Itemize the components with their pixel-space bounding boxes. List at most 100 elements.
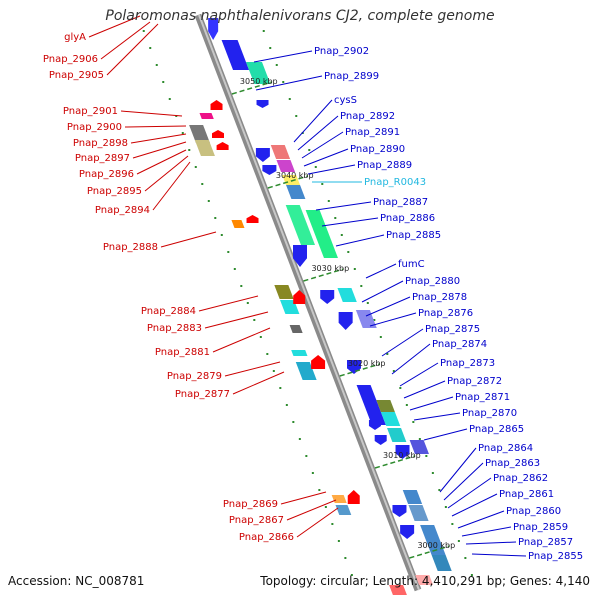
gene-label: Pnap_2883 xyxy=(147,323,202,334)
gene-feature xyxy=(221,40,250,70)
gene-feature xyxy=(374,435,387,445)
guide-dot xyxy=(366,302,369,304)
label-leader xyxy=(399,362,439,387)
gene-label: Pnap_2897 xyxy=(75,153,130,164)
guide-dot xyxy=(272,370,275,372)
gene-feature xyxy=(246,215,259,223)
gene-feature xyxy=(199,113,214,119)
gene-feature xyxy=(338,312,353,330)
gene-feature xyxy=(380,412,401,426)
gene-label: Pnap_2881 xyxy=(155,347,210,358)
gene-feature xyxy=(285,205,315,245)
guide-dot xyxy=(292,421,295,423)
guide-dot xyxy=(438,489,441,491)
label-leader xyxy=(296,507,339,538)
guide-dot xyxy=(373,319,376,321)
label-leader xyxy=(315,201,372,211)
tick-label: 3000 kbp xyxy=(417,541,455,550)
tick-mark xyxy=(339,363,381,377)
gene-feature xyxy=(305,210,338,258)
guide-dot xyxy=(295,115,298,117)
tick-mark xyxy=(267,175,309,189)
guide-dot xyxy=(282,81,285,83)
tick-mark xyxy=(303,268,344,282)
gene-feature xyxy=(402,490,423,504)
label-leader xyxy=(465,541,517,545)
gene-feature xyxy=(356,385,386,425)
label-leader xyxy=(403,380,446,399)
gene-feature xyxy=(320,290,335,304)
guide-dot xyxy=(285,404,288,406)
gene-label: Pnap_2895 xyxy=(87,186,142,197)
guide-dot xyxy=(262,30,265,32)
guide-dot xyxy=(464,557,467,559)
gene-feature xyxy=(431,555,452,571)
guide-dot xyxy=(392,370,395,372)
guide-dot xyxy=(155,64,158,66)
gene-labels: glyAPnap_2906Pnap_2905Pnap_2901Pnap_2900… xyxy=(43,32,583,562)
gene-feature xyxy=(286,185,306,199)
guide-dot xyxy=(405,404,408,406)
label-leader xyxy=(461,526,512,537)
guide-dot xyxy=(279,387,282,389)
gene-label: Pnap_2898 xyxy=(73,138,128,149)
gene-label: Pnap_2861 xyxy=(499,489,554,500)
guide-dot xyxy=(379,336,382,338)
gene-feature xyxy=(255,148,270,162)
accession-value: NC_008781 xyxy=(75,574,145,588)
gene-label: Pnap_2900 xyxy=(67,122,122,133)
gene-feature xyxy=(335,505,352,515)
gene-feature xyxy=(289,325,303,333)
gene-label: Pnap_2888 xyxy=(103,242,158,253)
gene-label: Pnap_2875 xyxy=(425,324,480,335)
label-leader xyxy=(413,412,461,421)
gene-label: Pnap_2874 xyxy=(432,339,487,350)
guide-dot xyxy=(340,234,343,236)
gene-feature xyxy=(355,310,377,328)
gene-feature xyxy=(368,420,381,430)
genes-value: 4,140 xyxy=(555,574,590,588)
gene-feature xyxy=(208,18,219,40)
backbone-highlight xyxy=(198,14,420,591)
guide-dot xyxy=(142,30,145,32)
guide-dot xyxy=(220,234,223,236)
label-leader xyxy=(212,327,271,353)
label-leader xyxy=(457,510,505,529)
label-leader xyxy=(447,477,492,509)
label-leader xyxy=(106,23,159,76)
gene-feature xyxy=(245,62,271,84)
gene-label: Pnap_2859 xyxy=(513,522,568,533)
gene-label: Pnap_2880 xyxy=(405,276,460,287)
guide-dot xyxy=(457,540,460,542)
gene-label: Pnap_2855 xyxy=(528,551,583,562)
guide-dot xyxy=(305,455,308,457)
gene-label: Pnap_2860 xyxy=(506,506,561,517)
gene-label: Pnap_2864 xyxy=(478,443,533,454)
guide-dot xyxy=(149,47,152,49)
gene-feature xyxy=(392,505,407,517)
label-leader xyxy=(132,141,187,159)
guide-dot xyxy=(246,302,249,304)
gene-feature xyxy=(293,290,306,304)
tick-mark xyxy=(231,81,273,95)
label-leader xyxy=(88,15,141,38)
gene-label: Pnap_2886 xyxy=(380,213,435,224)
label-leader xyxy=(224,361,281,377)
gene-label: Pnap_2876 xyxy=(418,308,473,319)
dotted-guides xyxy=(142,30,473,576)
guide-dot xyxy=(168,98,171,100)
guide-dot xyxy=(275,64,278,66)
label-leader xyxy=(297,115,339,151)
gene-features xyxy=(189,18,452,595)
gene-label: Pnap_2896 xyxy=(79,169,134,180)
guide-dot xyxy=(350,574,353,576)
gene-feature xyxy=(194,140,215,156)
guide-dot xyxy=(269,47,272,49)
gene-feature xyxy=(270,145,291,159)
guide-dot xyxy=(470,574,473,576)
gene-feature xyxy=(256,100,269,108)
gene-feature xyxy=(395,445,410,459)
guide-dot xyxy=(386,353,389,355)
guide-dot xyxy=(311,472,314,474)
guide-dot xyxy=(227,251,230,253)
